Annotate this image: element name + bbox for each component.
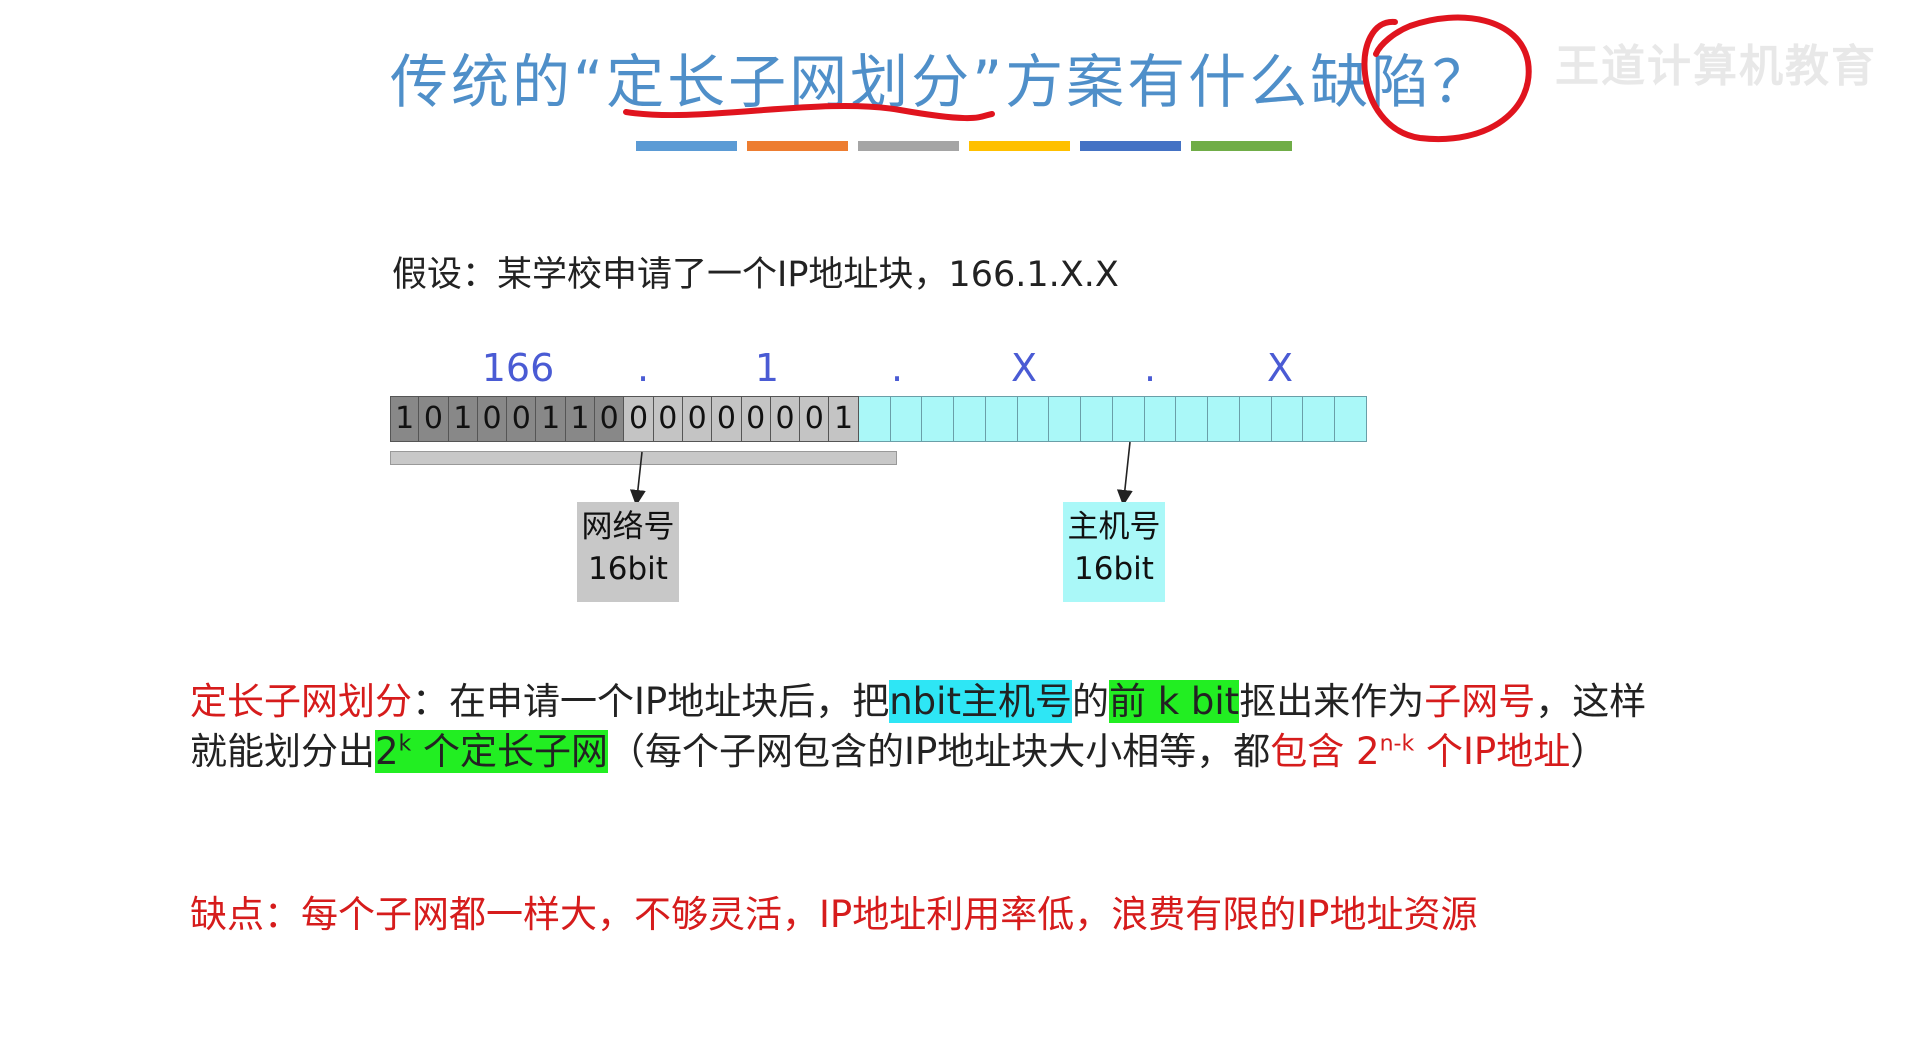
drawback-text: 缺点：每个子网都一样大，不够灵活，IP地址利用率低，浪费有限的IP地址资源 — [190, 893, 1478, 936]
definition-text-7: ） — [1570, 730, 1608, 773]
color-bar-segment — [747, 141, 848, 151]
definition-text-1: ：在申请一个IP地址块后，把 — [412, 680, 890, 723]
network-bit-cell: 0 — [712, 396, 742, 442]
network-bit-cell: 1 — [390, 396, 420, 442]
network-bit-cell: 1 — [565, 396, 596, 442]
highlight-first-k-bits: 前 k bit — [1108, 680, 1240, 723]
definition-text-4: ，这样 — [1535, 680, 1647, 723]
color-bar-segment — [969, 141, 1070, 151]
host-bit-cell — [890, 396, 923, 442]
network-number-box: 网络号 16bit — [577, 502, 679, 602]
title-part-1: 传统的“ — [390, 48, 607, 116]
network-bit-cell: 0 — [770, 396, 801, 442]
highlight-host-bits: nbit主机号 — [889, 680, 1072, 723]
host-number-title: 主机号 — [1067, 509, 1161, 545]
definition-line-2: 就能划分出2k 个定长子网（每个子网包含的IP地址块大小相等，都包含 2n-k … — [190, 727, 1607, 777]
address-count-exponent: n-k — [1379, 731, 1415, 757]
highlight-subnet-count: 2k 个定长子网 — [375, 730, 609, 773]
host-bit-cell — [1081, 396, 1113, 442]
host-number-bits: 16bit — [1074, 551, 1154, 587]
subnet-count-exponent: k — [398, 731, 412, 757]
definition-text-3: 抠出来作为 — [1239, 680, 1425, 723]
network-bit-cell: 0 — [477, 396, 508, 442]
network-bit-cell: 0 — [741, 396, 771, 442]
network-bit-cell: 0 — [682, 396, 713, 442]
host-bit-cell — [1208, 396, 1240, 442]
host-bit-cell — [1144, 396, 1177, 442]
host-bit-cell — [954, 396, 986, 442]
octet-dot-1: . — [636, 346, 650, 390]
host-bit-cell — [1335, 396, 1367, 442]
octet-dot-3: . — [1143, 346, 1157, 390]
host-arrow — [1116, 441, 1133, 506]
color-bar-segment — [636, 141, 737, 151]
network-bit-cell: 1 — [448, 396, 478, 442]
network-number-title: 网络号 — [581, 509, 675, 545]
host-bit-cell — [922, 396, 954, 442]
watermark: 王道计算机教育 — [1555, 41, 1877, 92]
host-bit-cell — [985, 396, 1018, 442]
network-number-bits: 16bit — [588, 551, 668, 587]
octet-label-3: X — [1010, 346, 1038, 390]
octet-label-2: 1 — [754, 346, 780, 390]
address-count-base: 包含 2 — [1270, 730, 1380, 773]
network-bit-cell: 0 — [624, 396, 654, 442]
network-bit-cell: 0 — [507, 396, 537, 442]
octet-dot-2: . — [890, 346, 904, 390]
subnet-count-text: 个定长子网 — [411, 730, 609, 773]
color-bar-segment — [1191, 141, 1292, 151]
definition-text-5: 就能划分出 — [190, 730, 375, 773]
host-bit-cell — [1176, 396, 1208, 442]
title-part-2: 定长子网划分 — [606, 48, 973, 116]
host-bit-cell — [1271, 396, 1304, 442]
title-color-bar — [636, 141, 1292, 151]
definition-text-2: 的 — [1071, 680, 1109, 723]
address-count-phrase: 包含 2n-k 个IP地址 — [1270, 730, 1570, 773]
assumption-text: 假设：某学校申请了一个IP地址块，166.1.X.X — [392, 255, 1119, 295]
color-bar-segment — [1080, 141, 1181, 151]
network-bit-cell: 0 — [595, 396, 625, 442]
host-bit-cell — [1017, 396, 1050, 442]
color-bar-segment — [858, 141, 959, 151]
host-bit-cell — [1112, 396, 1145, 442]
title-part-4: 缺陷？ — [1310, 48, 1494, 116]
octet-label-1: 166 — [481, 346, 555, 390]
definition-line-1: 定长子网划分：在申请一个IP地址块后，把nbit主机号的前 k bit抠出来作为… — [190, 677, 1646, 727]
network-bit-cell: 0 — [653, 396, 683, 442]
network-bit-cell: 0 — [419, 396, 449, 442]
definition-term: 定长子网划分 — [190, 680, 412, 723]
subnet-count-base: 2 — [375, 730, 399, 773]
network-bit-cell: 1 — [829, 396, 859, 442]
address-count-text: 个IP地址 — [1414, 730, 1571, 773]
host-bit-cell — [1303, 396, 1335, 442]
host-bit-cell — [1239, 396, 1272, 442]
network-bit-cell: 1 — [536, 396, 566, 442]
host-bit-cell — [1049, 396, 1081, 442]
page-title: 传统的“定长子网划分”方案有什么缺陷？ — [390, 42, 1493, 122]
definition-text-6: （每个子网包含的IP地址块大小相等，都 — [608, 730, 1271, 773]
host-number-box: 主机号 16bit — [1063, 502, 1165, 602]
host-bit-cell — [858, 396, 891, 442]
network-bracket — [390, 451, 897, 465]
title-part-3: ”方案有什么 — [972, 48, 1311, 116]
octet-label-4: X — [1266, 346, 1294, 390]
subnet-number-term: 子网号 — [1424, 680, 1536, 723]
network-bit-cell: 0 — [800, 396, 830, 442]
